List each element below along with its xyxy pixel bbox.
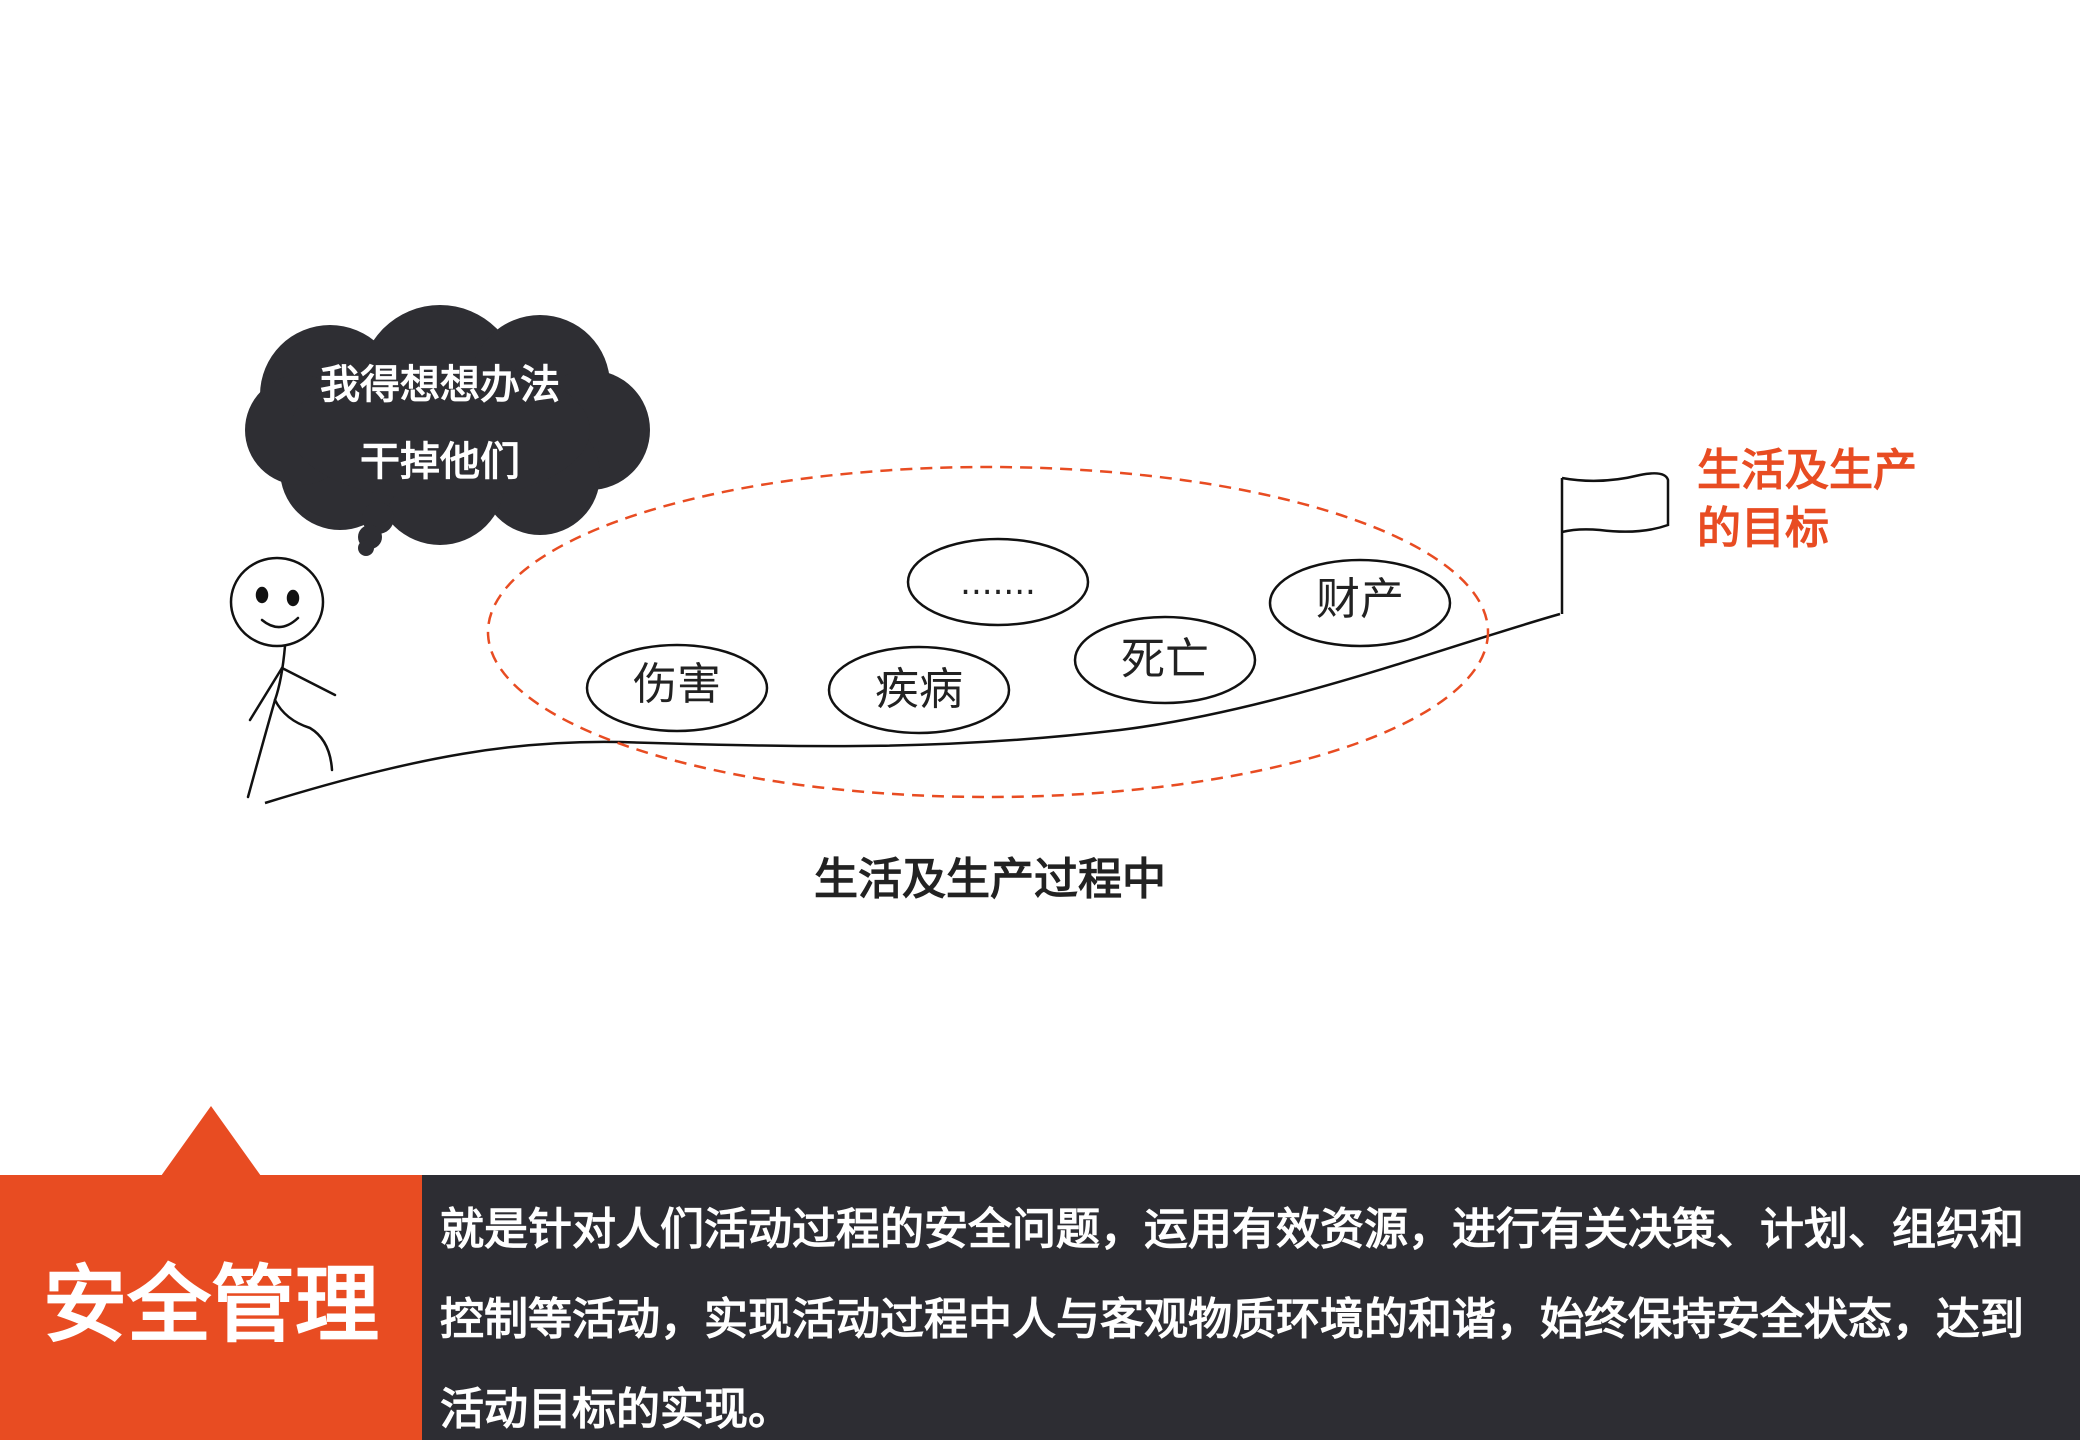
stick-figure <box>229 556 337 799</box>
banner-title-panel <box>0 1175 422 1440</box>
oval-property-label: 财产 <box>1316 574 1404 625</box>
banner-pointer <box>161 1106 261 1176</box>
oval-disease <box>827 645 1011 735</box>
banner-definition: 就是针对人们活动过程的安全问题，运用有效资源，进行有关决策、计划、组织和控制等活… <box>440 1204 2024 1435</box>
thought-line-2: 干掉他们 <box>360 439 520 485</box>
banner-definition-panel <box>422 1175 2080 1440</box>
oval-ellipsis <box>906 537 1090 627</box>
road-path <box>264 612 1561 805</box>
banner-title: 安全管理 <box>42 1256 379 1354</box>
goal-label-line-1: 生活及生产 <box>1697 445 1917 496</box>
oval-death <box>1073 615 1257 705</box>
oval-disease-label: 疾病 <box>875 664 963 715</box>
oval-property <box>1268 558 1452 648</box>
oval-death-label: 死亡 <box>1121 634 1209 685</box>
oval-ellipsis-label: ....... <box>960 563 1036 603</box>
oval-injury <box>585 643 769 733</box>
process-dashed-ellipse <box>486 465 1490 799</box>
oval-injury-label: 伤害 <box>633 659 721 710</box>
goal-label-line-2: 的目标 <box>1697 503 1829 554</box>
thought-line-1: 我得想想办法 <box>320 362 560 408</box>
process-caption: 生活及生产过程中 <box>814 854 1166 905</box>
hazard-ovals <box>585 537 1452 735</box>
flag-icon <box>1560 472 1670 614</box>
thought-bubble <box>245 305 650 556</box>
